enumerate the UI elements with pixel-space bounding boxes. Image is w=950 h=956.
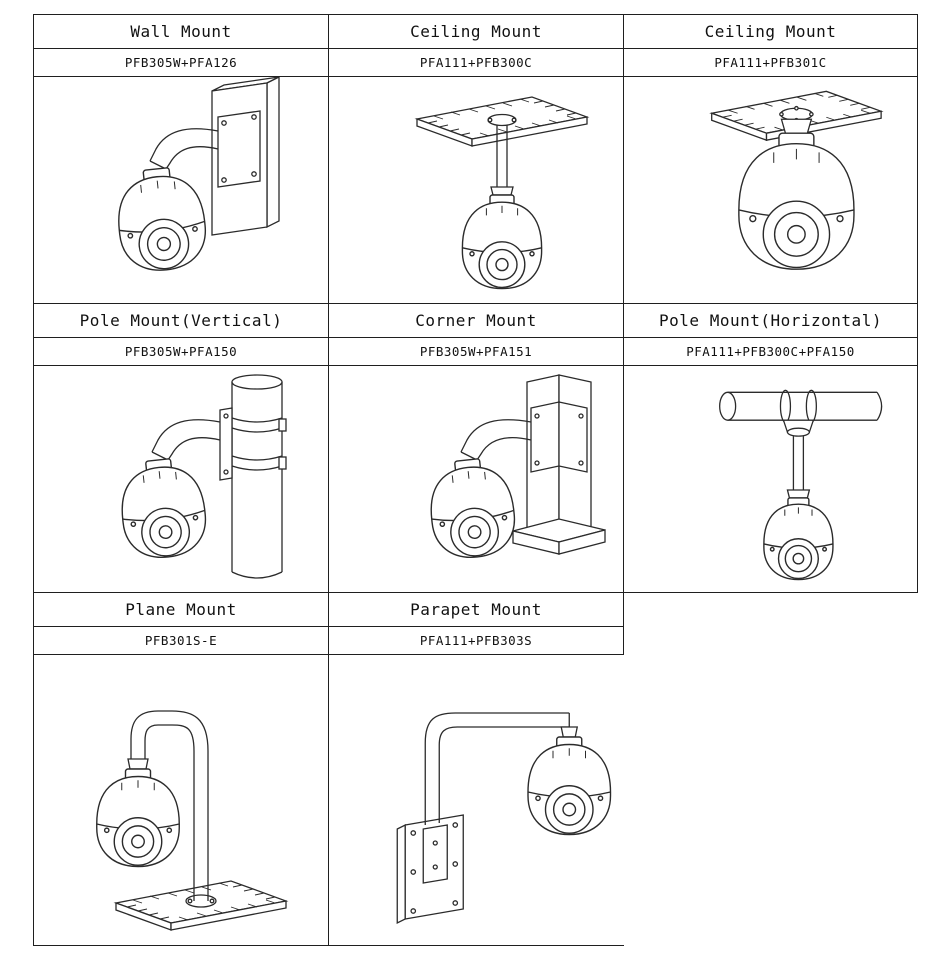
part-number-cell: PFB305W+PFA126 [33, 48, 329, 77]
part-number: PFB305W+PFA151 [419, 344, 533, 359]
corner-mount-illustration [425, 374, 606, 563]
mount-title: Wall Mount [130, 22, 232, 41]
part-number: PFA111+PFB300C [419, 55, 533, 70]
drawing-cell [623, 76, 918, 304]
drawing-cell [328, 365, 624, 593]
mount-title: Parapet Mount [410, 600, 542, 619]
drawing-cell [33, 365, 329, 593]
empty-cell [623, 654, 918, 946]
part-number-cell: PFB305W+PFA151 [328, 337, 624, 366]
part-number-cell: PFB305W+PFA150 [33, 337, 329, 366]
drawing-cell [328, 76, 624, 304]
drawing-cell [328, 654, 624, 946]
part-number-cell: PFA111+PFB303S [328, 626, 624, 655]
drawing-cell [623, 365, 918, 593]
part-number: PFB305W+PFA150 [124, 344, 238, 359]
drawing-cell [33, 76, 329, 304]
mount-title: Ceiling Mount [410, 22, 542, 41]
pole-mount-vertical-illustration [116, 374, 287, 579]
part-number-cell: PFA111+PFB300C+PFA150 [623, 337, 918, 366]
mount-title-cell: Parapet Mount [328, 592, 624, 627]
part-number-cell: PFA111+PFB300C [328, 48, 624, 77]
part-number: PFA111+PFB303S [419, 633, 533, 648]
plane-mount-illustration [95, 710, 287, 931]
ceiling-mount-direct-illustration [711, 90, 882, 271]
empty-cell [623, 626, 918, 655]
drawing-cell [33, 654, 329, 946]
mount-title-cell: Ceiling Mount [328, 14, 624, 49]
ceiling-mount-pendant-illustration [416, 96, 588, 290]
pole-mount-horizontal-illustration [719, 389, 883, 581]
part-number: PFB305W+PFA126 [124, 55, 238, 70]
part-number: PFA111+PFB300C+PFA150 [686, 344, 855, 359]
mount-title-cell: Pole Mount(Vertical) [33, 303, 329, 338]
mount-title-cell: Wall Mount [33, 14, 329, 49]
mount-title: Pole Mount(Vertical) [79, 311, 283, 330]
part-number-cell: PFB301S-E [33, 626, 329, 655]
mount-title: Ceiling Mount [704, 22, 837, 41]
parapet-mount-illustration [396, 712, 612, 925]
mount-title: Pole Mount(Horizontal) [659, 311, 882, 330]
mount-title-cell: Ceiling Mount [623, 14, 918, 49]
mount-title-cell: Corner Mount [328, 303, 624, 338]
mount-title: Corner Mount [415, 311, 537, 330]
part-number: PFB301S-E [144, 633, 218, 648]
mount-title: Plane Mount [125, 600, 237, 619]
mounting-grid: Wall Mount Ceiling Mount Ceiling Mount P… [33, 14, 918, 946]
part-number: PFA111+PFB301C [714, 55, 827, 70]
part-number-cell: PFA111+PFB301C [623, 48, 918, 77]
empty-cell [623, 592, 918, 627]
wall-mount-illustration [112, 77, 280, 276]
mount-title-cell: Pole Mount(Horizontal) [623, 303, 918, 338]
mount-title-cell: Plane Mount [33, 592, 329, 627]
